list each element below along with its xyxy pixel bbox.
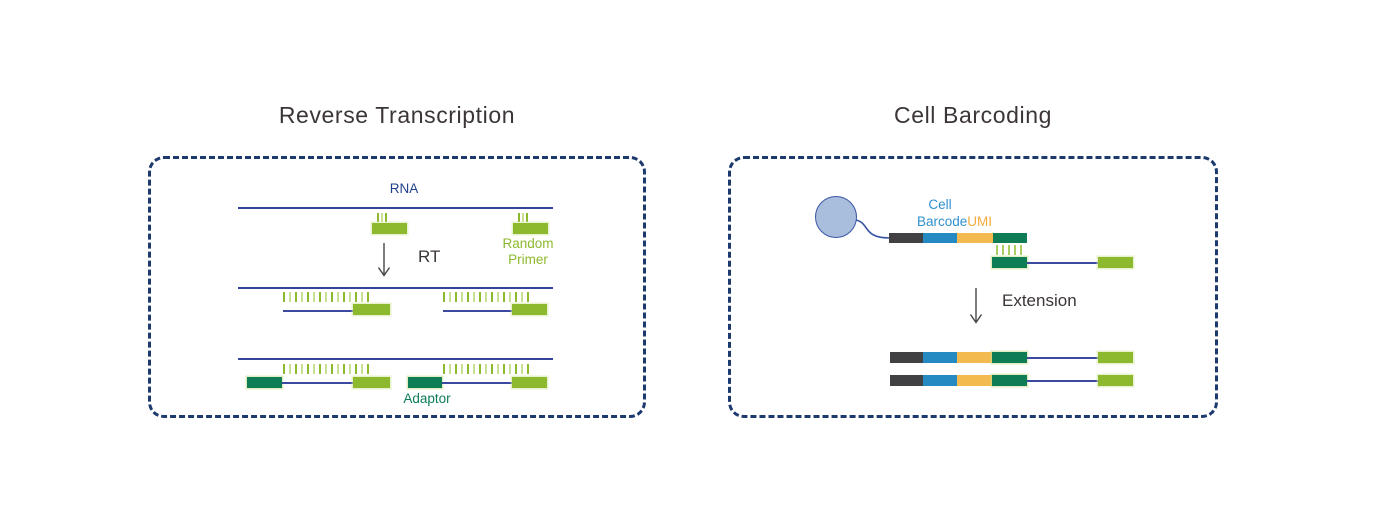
cdna-strand-line <box>442 382 513 384</box>
rna-label: RNA <box>389 181 419 196</box>
base-pair-tick-marks <box>283 292 373 302</box>
cell-barcoding-panel <box>728 156 1218 418</box>
rna-strand-line <box>238 287 553 289</box>
random-primer-block <box>513 223 548 234</box>
extension-step-label: Extension <box>1002 291 1077 310</box>
extension-down-arrow-icon <box>969 288 983 324</box>
base-pair-tick-marks <box>443 292 533 302</box>
adaptor-label: Adaptor <box>403 391 451 406</box>
reverse-transcription-panel <box>148 156 646 418</box>
random-primer-block <box>1098 257 1133 268</box>
cell-barcode-segment <box>923 375 957 386</box>
rna-strand-line <box>238 358 553 360</box>
cdna-strand-line <box>1027 262 1098 264</box>
adaptor-block <box>992 257 1027 268</box>
adaptor-segment <box>992 375 1027 386</box>
cdna-strand-line <box>1027 357 1098 359</box>
cell-bead-icon <box>815 196 857 238</box>
rna-strand-line <box>238 207 553 209</box>
adapter-segment <box>890 375 923 386</box>
cdna-strand-line <box>1027 380 1098 382</box>
random-primer-block <box>353 304 390 315</box>
base-pair-tick-marks <box>377 213 391 222</box>
rt-down-arrow-icon <box>377 243 391 277</box>
bead-tether-line <box>855 219 891 239</box>
random-primer-block <box>1098 352 1133 363</box>
base-pair-tick-marks <box>283 364 373 374</box>
cell-barcode-segment <box>923 233 957 243</box>
adaptor-block <box>408 377 442 388</box>
base-pair-tick-marks <box>518 213 532 222</box>
barcode-label: Barcode <box>916 214 968 229</box>
cell-barcoding-title: Cell Barcoding <box>894 102 1052 128</box>
random-primer-block <box>1098 375 1133 386</box>
cell-label: Cell <box>928 197 952 212</box>
random-primer-block <box>372 223 407 234</box>
base-pair-tick-marks <box>443 364 533 374</box>
umi-segment <box>957 233 993 243</box>
adapter-segment <box>890 352 923 363</box>
adaptor-segment <box>993 233 1027 243</box>
umi-segment <box>957 375 992 386</box>
random-primer-block <box>512 304 547 315</box>
umi-label: UMI <box>967 214 992 229</box>
base-pair-tick-marks <box>996 245 1022 255</box>
adaptor-segment <box>992 352 1027 363</box>
random-primer-block <box>353 377 390 388</box>
cdna-strand-line <box>282 382 353 384</box>
umi-segment <box>957 352 992 363</box>
rt-step-label: RT <box>418 247 441 266</box>
cdna-strand-line <box>283 310 353 312</box>
adaptor-block <box>247 377 282 388</box>
cell-barcode-segment <box>923 352 957 363</box>
cdna-strand-line <box>443 310 513 312</box>
random-primer-block <box>512 377 547 388</box>
reverse-transcription-title: Reverse Transcription <box>278 102 516 128</box>
adapter-segment <box>889 233 923 243</box>
random-primer-label: Random Primer <box>502 236 554 267</box>
